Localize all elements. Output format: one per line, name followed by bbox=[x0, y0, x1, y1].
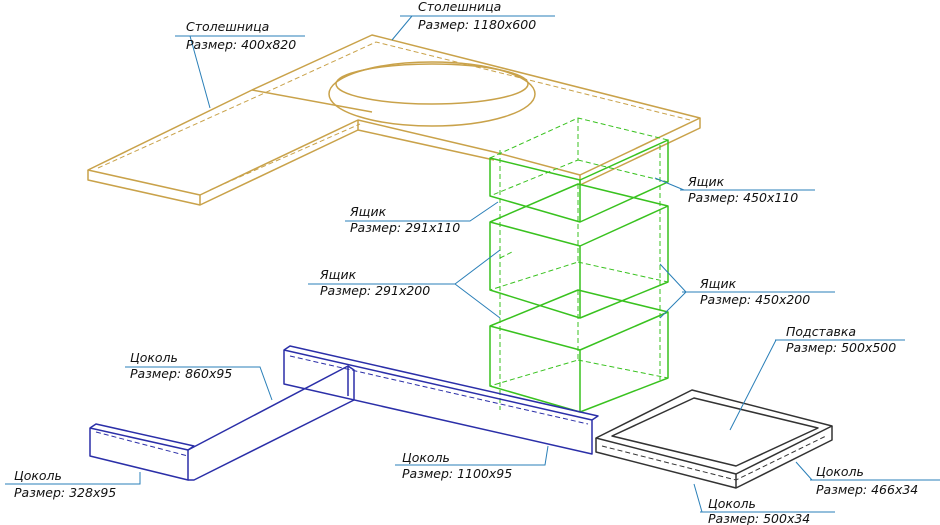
label-stand-size: Размер: 500x500 bbox=[786, 340, 896, 355]
label-countertop-left-name: Столешница bbox=[186, 19, 269, 34]
countertop-front-edge bbox=[87, 118, 701, 206]
label-plinth-466-size: Размер: 466x34 bbox=[816, 482, 918, 497]
leader-plinth-466 bbox=[795, 461, 940, 481]
plinths bbox=[89, 345, 599, 481]
label-drawer-top-right-name: Ящик bbox=[687, 174, 725, 189]
leader-drawer-top-right bbox=[654, 177, 815, 191]
leader-countertop-left bbox=[175, 35, 305, 109]
plinth-328-panel bbox=[89, 423, 195, 481]
sink-cutout bbox=[328, 61, 536, 127]
drawer-bottom-hidden bbox=[489, 290, 669, 387]
drawer-bottom-box bbox=[489, 289, 669, 413]
countertop-hidden-lines bbox=[97, 41, 691, 191]
stand-hidden-lines bbox=[601, 435, 827, 481]
leader-drawer-mid-right bbox=[659, 263, 835, 319]
countertop-joint bbox=[251, 89, 373, 113]
label-drawer-top-left-name: Ящик bbox=[349, 204, 387, 219]
stand bbox=[595, 389, 833, 489]
stand-inner-rim bbox=[611, 397, 819, 467]
label-countertop-left-size: Размер: 400x820 bbox=[186, 37, 296, 52]
drawer-top-hidden bbox=[489, 117, 669, 197]
label-drawer-top-right-size: Размер: 450x110 bbox=[688, 190, 798, 205]
leader-countertop-right bbox=[391, 15, 555, 41]
label-plinth-328-name: Цоколь bbox=[14, 468, 62, 483]
label-plinth-500-size: Размер: 500x34 bbox=[708, 511, 810, 525]
plinth-860-panel bbox=[187, 365, 355, 481]
label-drawer-top-left-size: Размер: 291x110 bbox=[350, 220, 460, 235]
leader-plinth-1100 bbox=[395, 445, 549, 466]
label-plinth-466-name: Цоколь bbox=[816, 464, 864, 479]
label-plinth-1100-name: Цоколь bbox=[402, 450, 450, 465]
label-plinth-860-size: Размер: 860x95 bbox=[130, 366, 232, 381]
stand-front-edge bbox=[595, 426, 833, 489]
label-countertop-right-size: Размер: 1180x600 bbox=[418, 17, 536, 32]
sink-cutout-inner bbox=[335, 63, 529, 105]
label-drawer-mid-left-size: Размер: 291x200 bbox=[320, 283, 430, 298]
label-drawer-mid-right-size: Размер: 450x200 bbox=[700, 292, 810, 307]
label-plinth-860-name: Цоколь bbox=[130, 350, 178, 365]
part-labels: Столешница Размер: 400x820 Столешница Ра… bbox=[14, 0, 918, 525]
leader-drawer-top-left bbox=[345, 201, 499, 222]
label-drawer-mid-right-name: Ящик bbox=[699, 276, 737, 291]
label-countertop-right-name: Столешница bbox=[418, 0, 501, 14]
label-plinth-328-size: Размер: 328x95 bbox=[14, 485, 116, 500]
plinth-hidden-lines bbox=[95, 355, 589, 457]
leader-lines bbox=[5, 15, 940, 513]
label-drawer-mid-left-name: Ящик bbox=[319, 267, 357, 282]
label-plinth-500-name: Цоколь bbox=[708, 496, 756, 511]
plinth-1100-panel bbox=[283, 345, 599, 455]
leader-plinth-328 bbox=[5, 472, 141, 485]
label-stand-name: Подставка bbox=[786, 324, 856, 339]
leader-plinth-860 bbox=[125, 366, 273, 401]
leader-plinth-500 bbox=[693, 483, 835, 513]
countertop bbox=[87, 34, 701, 206]
leader-drawer-mid-left bbox=[308, 249, 501, 319]
label-plinth-1100-size: Размер: 1100x95 bbox=[402, 466, 512, 481]
drawer-mid-hidden bbox=[489, 184, 669, 291]
leader-stand bbox=[729, 339, 905, 431]
drawer-stack bbox=[489, 117, 669, 413]
cabinet-hidden-frame bbox=[499, 145, 661, 410]
